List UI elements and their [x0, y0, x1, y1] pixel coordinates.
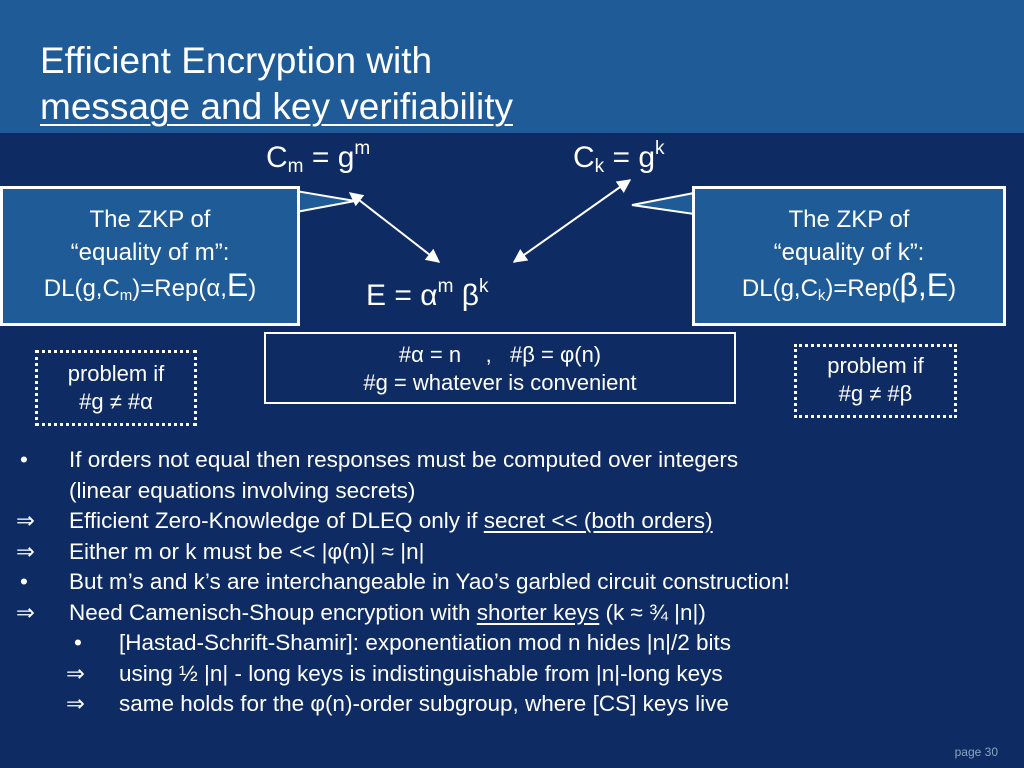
- list-item: • But m’s and k’s are interchangeable in…: [20, 569, 790, 594]
- list-item: ⇒ Need Camenisch-Shoup encryption with s…: [16, 599, 706, 625]
- orders-box: #α = n , #β = φ(n) #g = whatever is conv…: [264, 332, 736, 404]
- zkp-right-line-2: “equality of k”:: [773, 239, 925, 266]
- title-line-1: Efficient Encryption with: [40, 40, 433, 81]
- arrow-ck-e: [512, 179, 632, 263]
- list-item: • [Hastad-Schrift-Shamir]: exponentiatio…: [74, 630, 731, 655]
- problem-right-box: problem if #g ≠ #β: [794, 344, 957, 418]
- cm-formula: Cm = gm: [266, 138, 371, 177]
- arrow-cm-e: [348, 192, 441, 263]
- list-item: • If orders not equal then responses mus…: [20, 447, 739, 472]
- list-item: (linear equations involving secrets): [69, 477, 416, 503]
- zkp-right-box: The ZKP of “equality of k”: DL(g,Ck)=Rep…: [692, 186, 1006, 326]
- list-item: ⇒ Efficient Zero-Knowledge of DLEQ only …: [16, 508, 713, 533]
- zkp-left-box: The ZKP of “equality of m”: DL(g,Cm)=Rep…: [0, 186, 300, 326]
- zkp-right-line-1: The ZKP of: [788, 206, 910, 233]
- slide-title: Efficient Encryption with message and ke…: [40, 38, 513, 130]
- title-band: [0, 0, 1024, 133]
- e-formula: E = αm βk: [366, 276, 489, 312]
- zkp-left-line-1: The ZKP of: [89, 206, 211, 233]
- title-line-2: message and key verifiability: [40, 86, 513, 127]
- problem-left-box: problem if #g ≠ #α: [35, 350, 197, 426]
- left-callout-pointer: [295, 189, 356, 214]
- zkp-left-line-2: “equality of m”:: [70, 239, 230, 266]
- right-callout-pointer: [631, 191, 695, 216]
- list-item: ⇒ using ½ |n| - long keys is indistingui…: [66, 660, 723, 686]
- list-item: ⇒ Either m or k must be << |φ(n)| ≈ |n|: [16, 538, 425, 564]
- list-item: ⇒ same holds for the φ(n)-order subgroup…: [66, 691, 729, 716]
- bullet-list: • If orders not equal then responses mus…: [14, 445, 1014, 720]
- page-number: page 30: [954, 745, 998, 759]
- zkp-right-line-3: DL(g,Ck)=Rep(β,E): [741, 267, 957, 305]
- zkp-left-line-3: DL(g,Cm)=Rep(α,E): [43, 267, 257, 305]
- ck-formula: Ck = gk: [573, 138, 665, 177]
